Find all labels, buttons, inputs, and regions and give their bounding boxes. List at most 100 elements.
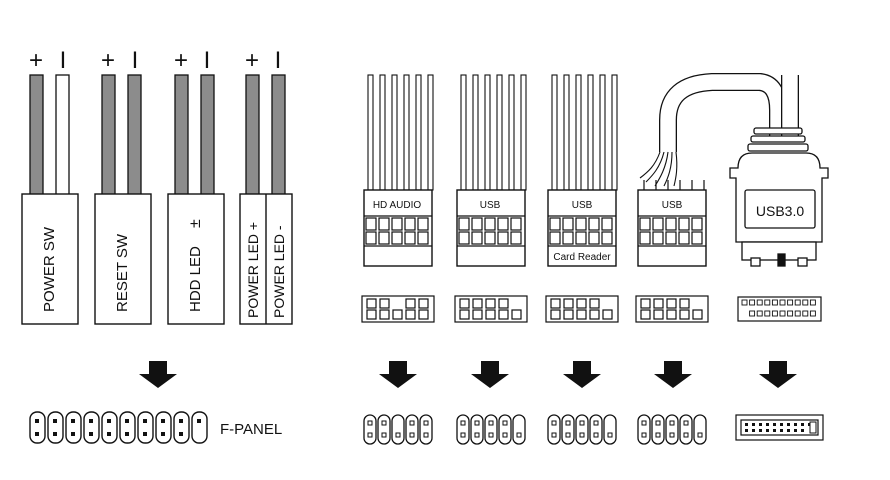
ribbon-header-slot <box>378 231 390 245</box>
ribbon-mb-pin <box>669 432 675 438</box>
ribbon-header-slot <box>549 217 561 231</box>
ribbon-header-slot <box>404 231 416 245</box>
usb3-mb-pin <box>780 423 783 426</box>
ribbon-pin-square <box>640 309 651 320</box>
usb3-connector <box>639 73 829 267</box>
header-label-usb-card-reader: USB <box>572 200 593 211</box>
ribbon-mb-pin-housing <box>651 414 665 445</box>
ribbon-pin-square <box>576 298 587 309</box>
header-label-hd-audio: HD AUDIO <box>373 200 422 211</box>
usb3-label-panel <box>744 189 816 229</box>
ribbon-header-slot <box>471 217 483 231</box>
ribbon-pin-square <box>563 309 574 320</box>
ribbon-header-slot <box>691 217 703 231</box>
ribbon-header-slot <box>549 231 561 245</box>
ribbon-mb-pin <box>488 420 494 426</box>
usb3-key-center <box>777 253 786 267</box>
usb3-mb-pin <box>787 423 790 426</box>
usb3-pin <box>809 299 816 306</box>
ribbon-mb-pin-housing <box>679 414 693 445</box>
wire-power-led-minus <box>271 74 286 196</box>
ribbon-header-slot <box>678 217 690 231</box>
f-panel-label: F-PANEL <box>220 421 283 438</box>
ribbon-wire <box>575 74 582 191</box>
usb3-mb-key <box>809 421 817 434</box>
ribbon-pin-square <box>511 309 522 320</box>
ribbon-mb-pin-housing <box>575 414 589 445</box>
ribbon-mb-pin <box>395 432 401 438</box>
header-label-usb-2: USB <box>662 200 683 211</box>
ribbon-mb-pin-housing <box>484 414 498 445</box>
minus-mark-hdd-led: I <box>204 47 211 74</box>
ribbon-mb-pin <box>409 432 415 438</box>
ribbon-wire <box>599 74 606 191</box>
label-reset-sw: RESET SW <box>114 233 131 312</box>
f-panel-pin <box>89 432 93 436</box>
f-panel-pin <box>71 432 75 436</box>
ribbon-mb-pin <box>655 420 661 426</box>
ribbon-header-slot <box>665 231 677 245</box>
usb3-pin-headers <box>735 296 824 441</box>
usb3-fanout-wires <box>639 151 678 187</box>
f-panel-pin <box>107 419 111 423</box>
usb3-motherboard-header-inner <box>740 419 819 436</box>
usb3-mb-pin <box>759 429 762 432</box>
arrow-down-icon <box>139 361 177 388</box>
ribbon-pin-square <box>550 309 561 320</box>
minus-mark-power-led: I <box>275 47 282 74</box>
f-panel-pin <box>71 419 75 423</box>
usb3-mb-pin <box>801 429 804 432</box>
ribbon-header-slot <box>404 217 416 231</box>
ribbon-pin-square <box>589 298 600 309</box>
ribbon-wire <box>484 74 491 191</box>
ribbon-mb-pin <box>641 420 647 426</box>
ribbon-mb-pin <box>593 432 599 438</box>
usb3-mb-pin <box>759 423 762 426</box>
f-panel-pin <box>197 419 201 423</box>
ribbon-mb-pin <box>460 420 466 426</box>
ribbon-pin-square <box>485 309 496 320</box>
usb3-pin <box>794 310 801 317</box>
ribbon-header-slot <box>417 231 429 245</box>
arrow-down-icon-usb-2 <box>654 361 692 388</box>
usb3-mb-pin <box>745 429 748 432</box>
usb3-mb-pin <box>766 423 769 426</box>
ribbon-mb-pin <box>474 432 480 438</box>
ribbon-mb-pin <box>381 432 387 438</box>
ribbon-pin-square <box>653 309 664 320</box>
f-panel-pin <box>35 432 39 436</box>
ribbon-header-slot <box>588 231 600 245</box>
ribbon-mb-pin <box>367 420 373 426</box>
f-panel-pin-housing <box>155 411 172 444</box>
ribbon-wire <box>551 74 558 191</box>
ribbon-mb-pin <box>551 420 557 426</box>
ribbon-mb-pin <box>516 432 522 438</box>
f-panel-pin-housing <box>29 411 46 444</box>
plus-mark-hdd-led: + <box>174 47 188 74</box>
f-panel-pin <box>179 432 183 436</box>
plug-hdd-led <box>167 193 225 325</box>
usb3-mb-pin <box>794 429 797 432</box>
f-panel-pin-housing <box>191 411 208 444</box>
ribbon-mb-pin <box>683 432 689 438</box>
usb3-pin <box>749 299 756 306</box>
ribbon-wire <box>472 74 479 191</box>
header-sublabel-card-reader: Card Reader <box>553 252 611 263</box>
ribbon-header-slot <box>391 231 403 245</box>
usb3-pin <box>756 299 763 306</box>
label-power-sw: POWER SW <box>41 226 58 312</box>
ribbon-header-slot <box>575 231 587 245</box>
f-panel-pin <box>179 419 183 423</box>
label-hdd-led-polarity: ± <box>187 219 204 228</box>
ribbon-wire <box>520 74 527 191</box>
ribbon-pin-square <box>679 309 690 320</box>
plus-mark-reset-sw: + <box>101 47 115 74</box>
ribbon-wire <box>415 74 422 191</box>
header-label-usb3: USB3.0 <box>756 203 804 219</box>
wire-hdd-led-plus <box>174 74 189 196</box>
usb3-pin <box>809 310 816 317</box>
f-panel-header <box>29 411 208 444</box>
ribbon-mb-pin <box>669 420 675 426</box>
label-power-led-plus: POWER LED + <box>245 222 261 318</box>
